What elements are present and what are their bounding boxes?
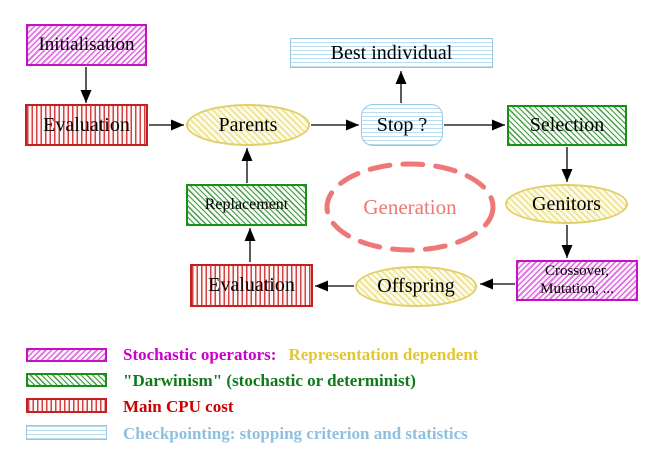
legend-label-checkpointing: Checkpointing: stopping criterion and st… — [123, 424, 468, 443]
node-stop: Stop ? — [361, 104, 443, 146]
legend-text-representation-dependent: Representation dependent — [288, 345, 479, 364]
node-genitors-ellipse: Genitors — [505, 184, 628, 224]
legend-label-darwinism: "Darwinism" (stochastic or determinist) — [123, 371, 416, 390]
crossover-line2: Mutation, ... — [540, 280, 614, 297]
legend-swatch-darwinism — [26, 373, 107, 387]
node-evaluation-bottom: Evaluation — [190, 264, 313, 307]
legend-text-stochastic: Stochastic operators: — [123, 345, 277, 364]
legend-swatch-checkpointing — [26, 425, 107, 440]
legend-label-stochastic-operators: Stochastic operators: Representation depe… — [123, 345, 478, 365]
node-replacement: Replacement — [186, 184, 307, 226]
node-generation-label: Generation — [363, 194, 457, 219]
legend-swatch-stochastic-operators — [26, 348, 107, 362]
node-best-individual: Best individual — [290, 38, 493, 68]
node-initialisation: Initialisation — [26, 24, 147, 66]
node-evaluation-top: Evaluation — [25, 104, 148, 146]
node-selection: Selection — [507, 105, 627, 146]
node-parents-ellipse: Parents — [186, 104, 310, 146]
legend-label-main-cpu-cost: Main CPU cost — [123, 397, 234, 416]
legend-swatch-main-cpu-cost — [26, 398, 107, 413]
node-crossover-mutation: Crossover, Mutation, ... — [516, 260, 638, 301]
node-offspring-ellipse: Offspring — [355, 266, 477, 307]
crossover-line1: Crossover, — [545, 263, 609, 280]
